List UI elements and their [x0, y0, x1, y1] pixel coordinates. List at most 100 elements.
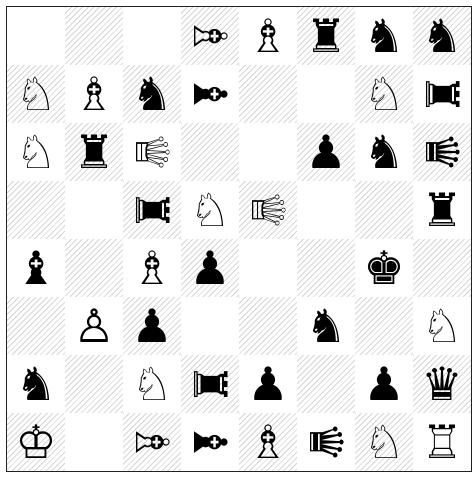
square-d2[interactable]: ♜ — [181, 355, 239, 413]
square-c3[interactable]: ♟ — [123, 297, 181, 355]
square-f6[interactable]: ♟ — [297, 123, 355, 181]
square-c7[interactable]: ♞ — [123, 65, 181, 123]
black-bishop-icon[interactable]: ♝ — [7, 239, 65, 297]
black-rook-icon[interactable]: ♜ — [181, 355, 239, 413]
black-rook-icon[interactable]: ♜ — [297, 7, 355, 65]
black-knight-icon[interactable]: ♞ — [123, 65, 181, 123]
square-h6[interactable]: ♛ — [413, 123, 471, 181]
black-knight-icon[interactable]: ♞ — [7, 355, 65, 413]
white-knight-icon[interactable]: ♘ — [355, 65, 413, 123]
square-a6[interactable]: ♘ — [7, 123, 65, 181]
square-f2[interactable] — [297, 355, 355, 413]
square-e7[interactable] — [239, 65, 297, 123]
square-d3[interactable] — [181, 297, 239, 355]
square-g2[interactable]: ♟ — [355, 355, 413, 413]
white-rook-icon[interactable]: ♖ — [413, 413, 471, 471]
square-g1[interactable]: ♘ — [355, 413, 413, 471]
square-c8[interactable] — [123, 7, 181, 65]
white-king-icon[interactable]: ♔ — [7, 413, 65, 471]
square-h3[interactable]: ♘ — [413, 297, 471, 355]
black-rook-icon[interactable]: ♜ — [413, 181, 471, 239]
square-a4[interactable]: ♝ — [7, 239, 65, 297]
black-rook-icon[interactable]: ♜ — [413, 65, 471, 123]
square-d5[interactable]: ♘ — [181, 181, 239, 239]
square-d1[interactable]: ♝ — [181, 413, 239, 471]
square-f4[interactable] — [297, 239, 355, 297]
black-pawn-icon[interactable]: ♟ — [355, 355, 413, 413]
white-pawn-icon[interactable]: ♙ — [65, 297, 123, 355]
square-h1[interactable]: ♖ — [413, 413, 471, 471]
square-a8[interactable] — [7, 7, 65, 65]
square-a7[interactable]: ♘ — [7, 65, 65, 123]
square-d4[interactable]: ♟ — [181, 239, 239, 297]
square-b6[interactable]: ♜ — [65, 123, 123, 181]
square-g7[interactable]: ♘ — [355, 65, 413, 123]
white-knight-icon[interactable]: ♘ — [413, 297, 471, 355]
square-e4[interactable] — [239, 239, 297, 297]
square-e2[interactable]: ♟ — [239, 355, 297, 413]
white-knight-icon[interactable]: ♘ — [7, 65, 65, 123]
white-bishop-icon[interactable]: ♗ — [239, 7, 297, 65]
square-g3[interactable] — [355, 297, 413, 355]
square-b3[interactable]: ♙ — [65, 297, 123, 355]
square-a2[interactable]: ♞ — [7, 355, 65, 413]
square-c2[interactable]: ♘ — [123, 355, 181, 413]
square-g6[interactable]: ♞ — [355, 123, 413, 181]
square-b8[interactable] — [65, 7, 123, 65]
square-e5[interactable]: ♕ — [239, 181, 297, 239]
square-d7[interactable]: ♝ — [181, 65, 239, 123]
black-pawn-icon[interactable]: ♟ — [239, 355, 297, 413]
black-knight-icon[interactable]: ♞ — [355, 7, 413, 65]
square-c4[interactable]: ♗ — [123, 239, 181, 297]
square-b7[interactable]: ♗ — [65, 65, 123, 123]
white-knight-icon[interactable]: ♘ — [181, 181, 239, 239]
square-f5[interactable] — [297, 181, 355, 239]
square-g8[interactable]: ♞ — [355, 7, 413, 65]
black-pawn-icon[interactable]: ♟ — [181, 239, 239, 297]
square-b4[interactable] — [65, 239, 123, 297]
black-rook-icon[interactable]: ♜ — [65, 123, 123, 181]
square-a5[interactable] — [7, 181, 65, 239]
square-h2[interactable]: ♛ — [413, 355, 471, 413]
white-bishop-icon[interactable]: ♗ — [181, 7, 239, 65]
black-rook-icon[interactable]: ♜ — [123, 181, 181, 239]
square-d8[interactable]: ♗ — [181, 7, 239, 65]
black-pawn-icon[interactable]: ♟ — [123, 297, 181, 355]
square-d6[interactable] — [181, 123, 239, 181]
white-knight-icon[interactable]: ♘ — [123, 355, 181, 413]
black-bishop-icon[interactable]: ♝ — [181, 413, 239, 471]
square-e8[interactable]: ♗ — [239, 7, 297, 65]
white-bishop-icon[interactable]: ♗ — [123, 239, 181, 297]
square-c6[interactable]: ♕ — [123, 123, 181, 181]
square-h8[interactable]: ♞ — [413, 7, 471, 65]
square-f1[interactable]: ♛ — [297, 413, 355, 471]
square-b1[interactable] — [65, 413, 123, 471]
black-queen-icon[interactable]: ♛ — [297, 413, 355, 471]
white-bishop-icon[interactable]: ♗ — [65, 65, 123, 123]
white-bishop-icon[interactable]: ♗ — [123, 413, 181, 471]
black-king-icon[interactable]: ♚ — [355, 239, 413, 297]
square-f3[interactable]: ♞ — [297, 297, 355, 355]
black-pawn-icon[interactable]: ♟ — [297, 123, 355, 181]
black-queen-icon[interactable]: ♛ — [413, 355, 471, 413]
square-h5[interactable]: ♜ — [413, 181, 471, 239]
square-f7[interactable] — [297, 65, 355, 123]
square-e3[interactable] — [239, 297, 297, 355]
white-knight-icon[interactable]: ♘ — [7, 123, 65, 181]
square-e6[interactable] — [239, 123, 297, 181]
square-g5[interactable] — [355, 181, 413, 239]
white-knight-icon[interactable]: ♘ — [355, 413, 413, 471]
square-e1[interactable]: ♗ — [239, 413, 297, 471]
square-a3[interactable] — [7, 297, 65, 355]
square-c1[interactable]: ♗ — [123, 413, 181, 471]
square-h7[interactable]: ♜ — [413, 65, 471, 123]
black-knight-icon[interactable]: ♞ — [297, 297, 355, 355]
white-bishop-icon[interactable]: ♗ — [239, 413, 297, 471]
white-queen-icon[interactable]: ♕ — [123, 123, 181, 181]
black-queen-icon[interactable]: ♛ — [413, 123, 471, 181]
square-g4[interactable]: ♚ — [355, 239, 413, 297]
square-b2[interactable] — [65, 355, 123, 413]
square-b5[interactable] — [65, 181, 123, 239]
square-f8[interactable]: ♜ — [297, 7, 355, 65]
black-knight-icon[interactable]: ♞ — [355, 123, 413, 181]
